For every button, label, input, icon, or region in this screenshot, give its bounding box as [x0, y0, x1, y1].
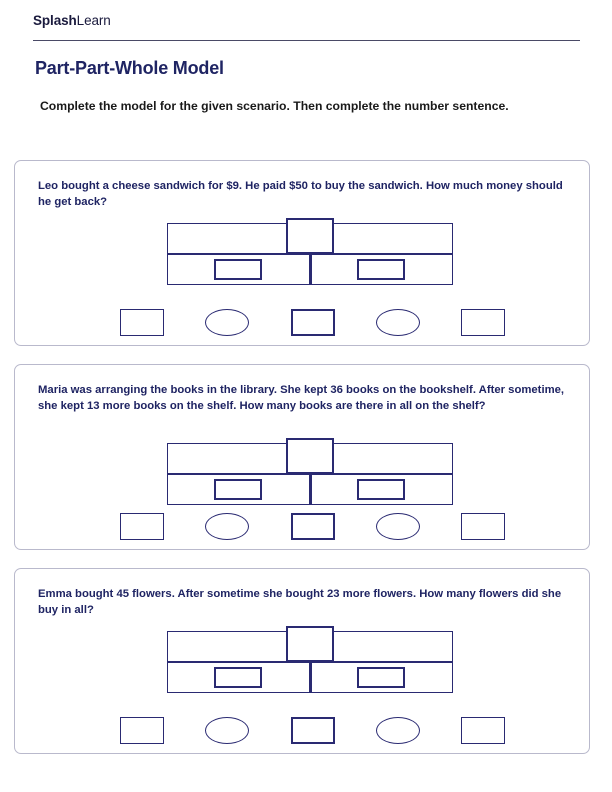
part-right-answer-box[interactable] [357, 479, 405, 500]
part-part-whole-bar-model [167, 438, 453, 507]
number-sentence-operator-2[interactable] [375, 512, 420, 540]
instructions-text: Complete the model for the given scenari… [40, 99, 509, 113]
question-card: Leo bought a cheese sandwich for $9. He … [14, 160, 590, 346]
number-sentence-operator-1[interactable] [205, 512, 250, 540]
whole-answer-box[interactable] [286, 218, 334, 254]
number-sentence-box-1[interactable] [120, 308, 164, 336]
number-sentence-box-2[interactable] [290, 512, 335, 540]
page-header: SplashLearn [0, 0, 612, 42]
part-left-answer-box[interactable] [214, 667, 262, 688]
part-right-answer-box[interactable] [357, 667, 405, 688]
splashlearn-logo: SplashLearn [33, 13, 111, 28]
whole-answer-box[interactable] [286, 626, 334, 662]
parts-bar-divider [308, 474, 312, 505]
question-text: Maria was arranging the books in the lib… [38, 384, 565, 412]
logo-splash-text: Splash [33, 13, 77, 28]
whole-answer-box[interactable] [286, 438, 334, 474]
header-divider [33, 40, 580, 41]
number-sentence-box-3[interactable] [461, 716, 505, 744]
page-title: Part-Part-Whole Model [35, 58, 224, 78]
question-card: Emma bought 45 flowers. After sometime s… [14, 568, 590, 754]
number-sentence-operator-1[interactable] [205, 716, 250, 744]
number-sentence-box-2[interactable] [290, 308, 335, 336]
number-sentence [120, 512, 505, 540]
question-text: Leo bought a cheese sandwich for $9. He … [38, 180, 563, 208]
number-sentence-box-1[interactable] [120, 512, 164, 540]
part-left-answer-box[interactable] [214, 479, 262, 500]
number-sentence-box-2[interactable] [290, 716, 335, 744]
logo-learn-text: Learn [76, 13, 111, 28]
part-left-answer-box[interactable] [214, 259, 262, 280]
parts-bar-divider [308, 254, 312, 285]
number-sentence-box-3[interactable] [461, 308, 505, 336]
question-card: Maria was arranging the books in the lib… [14, 364, 590, 550]
number-sentence-operator-2[interactable] [375, 716, 420, 744]
number-sentence [120, 308, 505, 336]
part-part-whole-bar-model [167, 626, 453, 695]
number-sentence-operator-1[interactable] [205, 308, 250, 336]
number-sentence-operator-2[interactable] [375, 308, 420, 336]
part-right-answer-box[interactable] [357, 259, 405, 280]
parts-bar-divider [308, 662, 312, 693]
number-sentence-box-1[interactable] [120, 716, 164, 744]
part-part-whole-bar-model [167, 218, 453, 287]
number-sentence [120, 716, 505, 744]
number-sentence-box-3[interactable] [461, 512, 505, 540]
question-text: Emma bought 45 flowers. After sometime s… [38, 588, 562, 616]
